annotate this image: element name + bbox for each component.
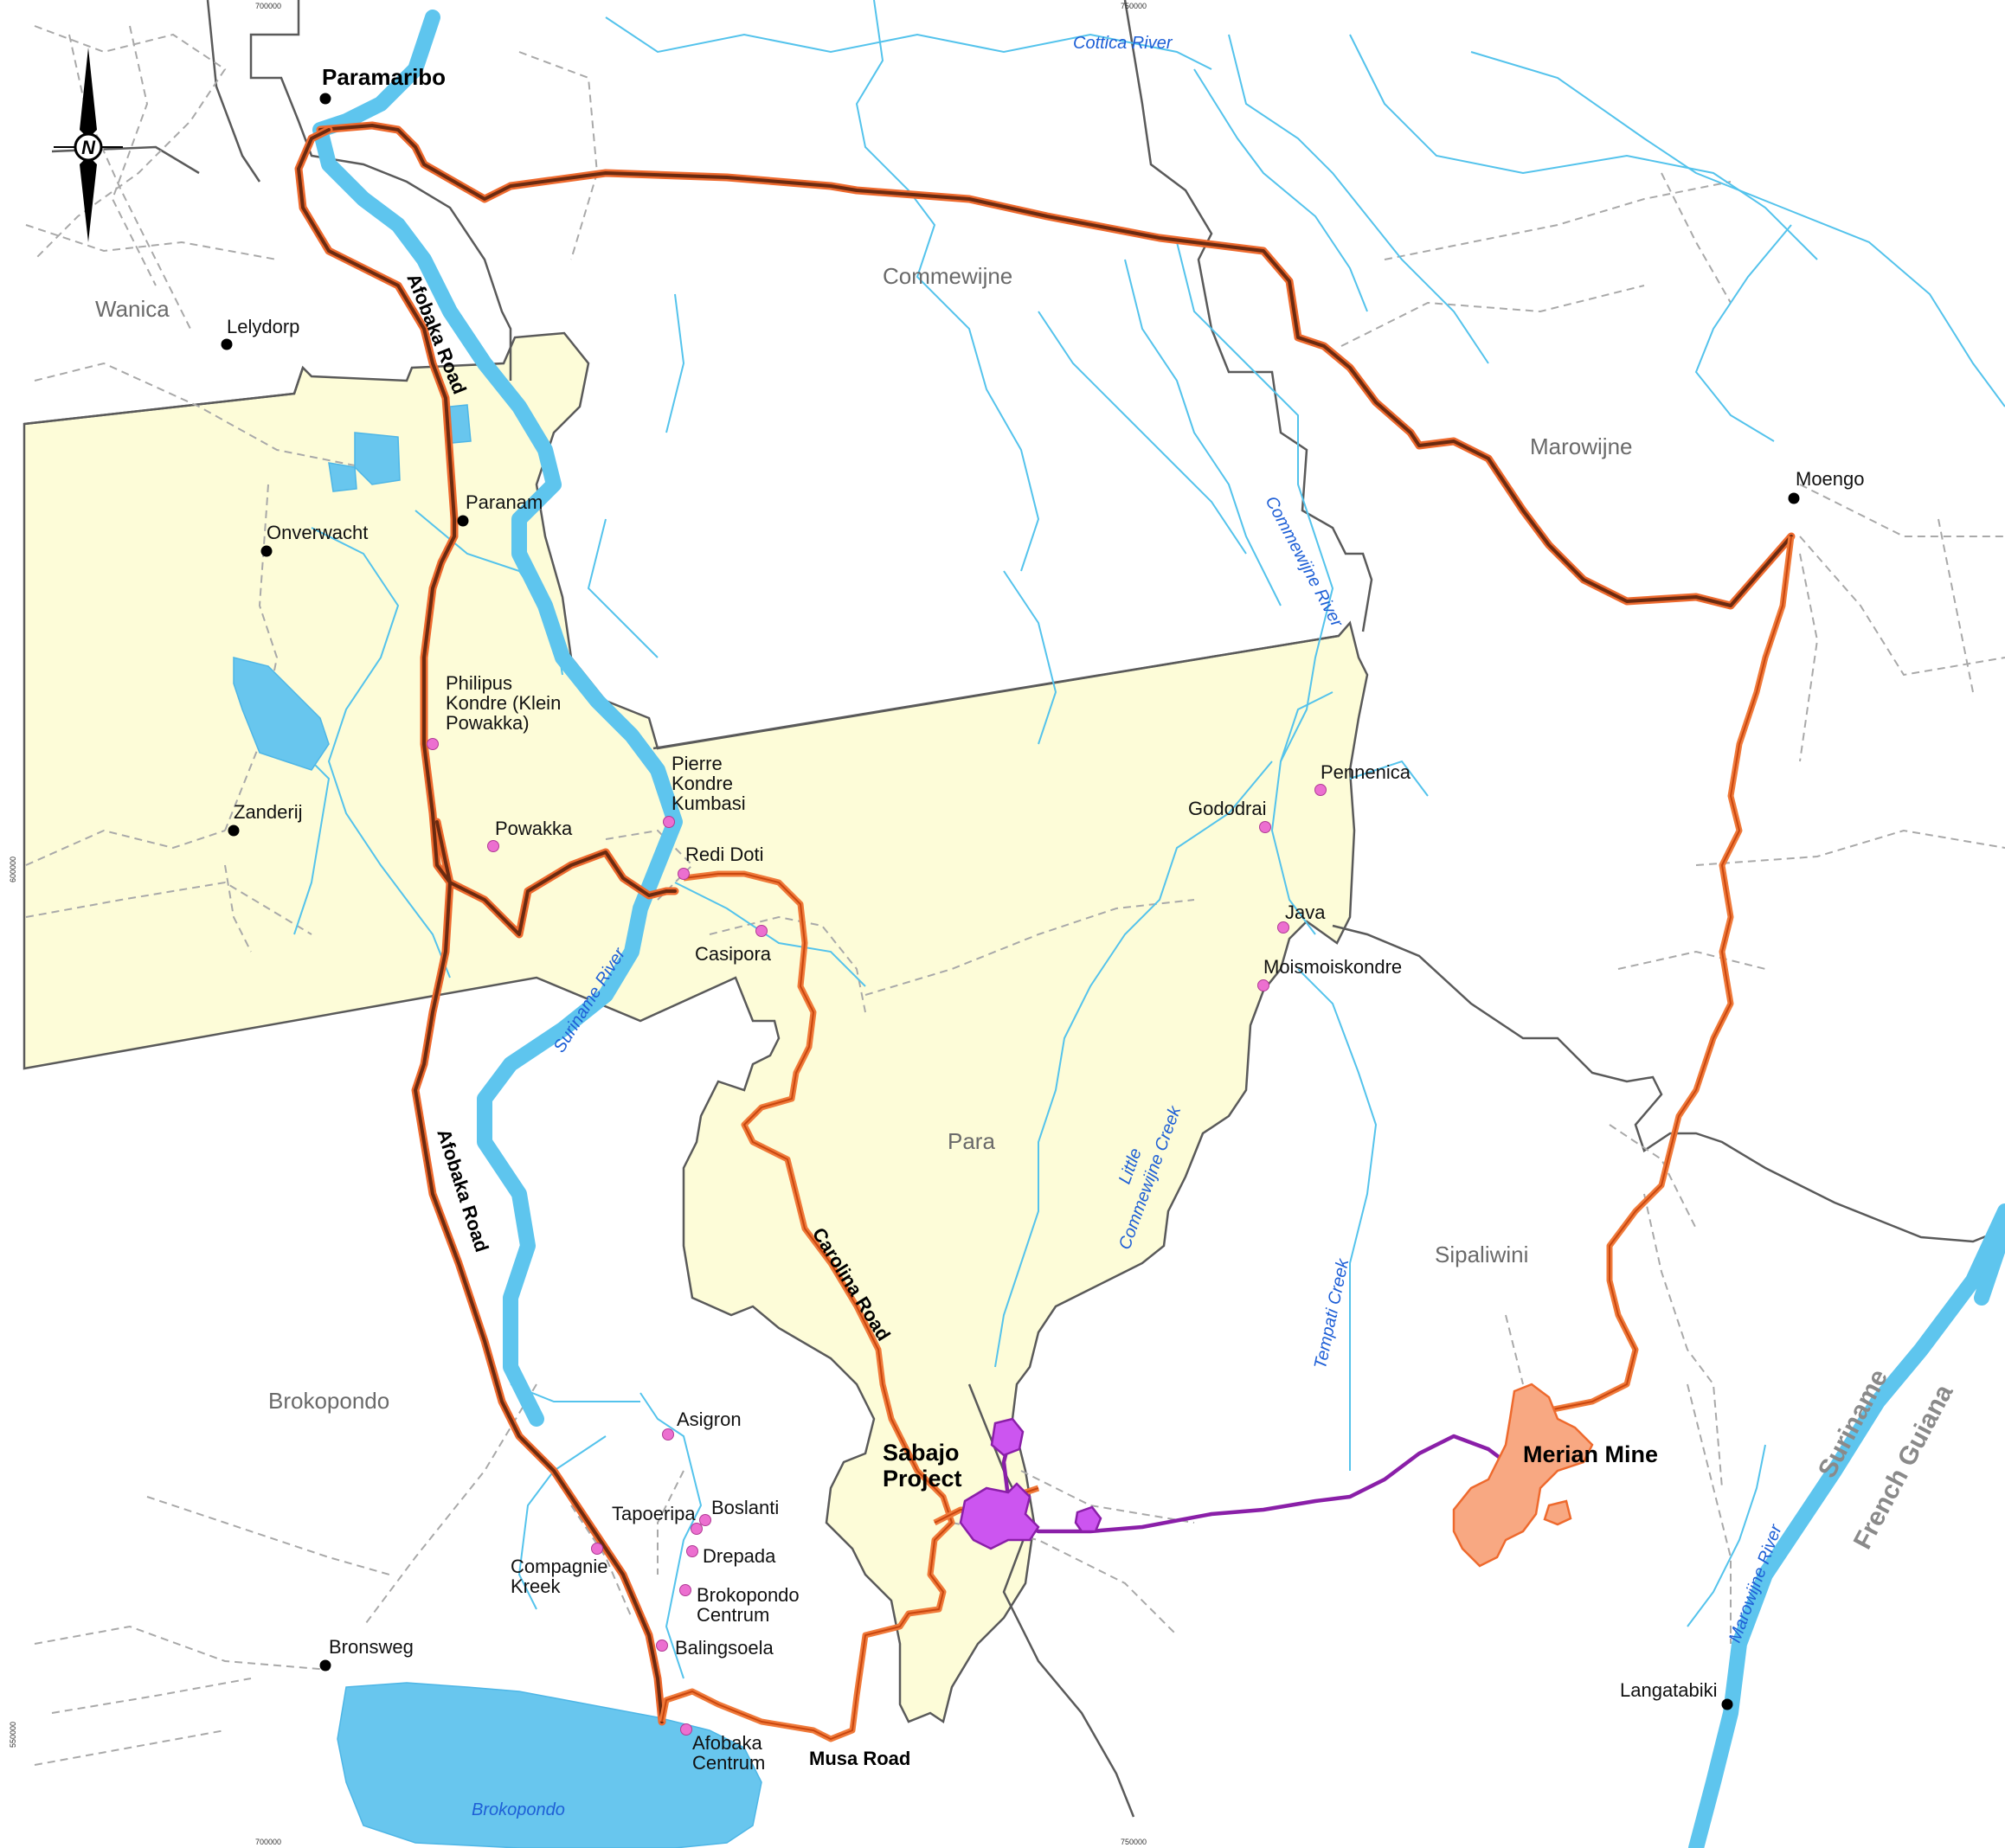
grid-label: 700000: [255, 1838, 281, 1846]
paramaribo-label: Paramaribo: [322, 64, 446, 90]
wide-rivers: [312, 10, 2005, 1848]
boslanti-label: Boslanti: [711, 1497, 779, 1518]
lelydorp-label: Lelydorp: [227, 316, 299, 337]
paramaribo-marker: [319, 93, 331, 105]
district-label-wanica: Wanica: [95, 296, 170, 322]
north-label: N: [81, 137, 96, 158]
district-label-brokopondo: Brokopondo: [268, 1388, 389, 1414]
para-district-area: [22, 331, 1369, 1724]
lelydorp-marker: [221, 338, 233, 350]
bronsweg-label: Bronsweg: [329, 1636, 414, 1658]
compagnie-kreek-label-line: Kreek: [511, 1575, 561, 1597]
river-label-cottica: Cottica River: [1073, 34, 1173, 53]
merian-deposit: [1452, 1383, 1594, 1568]
tapoeripa-label: Tapoeripa: [612, 1503, 696, 1524]
drepada-marker: [686, 1545, 698, 1557]
drepada-label: Drepada: [703, 1545, 776, 1567]
pierre-kondre-kumbasi-label-line: Kondre: [672, 773, 733, 794]
markers: [221, 93, 1800, 1736]
lakes: [233, 404, 762, 1848]
main-roads: [294, 121, 1796, 1726]
compagnie-kreek-label-line: Compagnie: [511, 1556, 608, 1577]
tapoeripa-marker: [691, 1523, 703, 1535]
grid-label: 750000: [1121, 1838, 1147, 1846]
grid-label: 700000: [255, 2, 281, 10]
pennenica-label: Pennenica: [1321, 761, 1411, 783]
brokopondo-centrum-label-line: Brokopondo: [697, 1584, 800, 1606]
philipus-kondre-klein-powakka-label-line: Kondre (Klein: [446, 692, 561, 714]
afobaka-centrum-marker: [680, 1723, 692, 1736]
moismoiskondre-marker: [1257, 979, 1269, 991]
bronsweg-marker: [319, 1659, 331, 1672]
pennenica-marker: [1314, 784, 1327, 796]
district-label-sipaliwini: Sipaliwini: [1435, 1242, 1528, 1267]
balingsoela-marker: [656, 1639, 668, 1652]
grid-label: 750000: [1121, 2, 1147, 10]
casipora-label: Casipora: [695, 943, 772, 965]
balingsoela-label: Balingsoela: [675, 1637, 774, 1659]
moengo-marker: [1788, 492, 1800, 504]
paranam-label: Paranam: [466, 491, 543, 513]
paranam-marker: [457, 515, 469, 527]
district-boundaries: [23, 0, 2005, 1818]
langatabiki-marker: [1721, 1698, 1733, 1710]
brokopondo-centrum-marker: [679, 1584, 691, 1596]
grid-labels: 700000 750000 700000 750000 600000 55000…: [9, 2, 1147, 1846]
onverwacht-label: Onverwacht: [267, 522, 368, 543]
pierre-kondre-kumbasi-marker: [663, 816, 675, 828]
afobaka-centrum-label-line: Afobaka: [692, 1732, 762, 1754]
north-arrow-icon: N: [54, 48, 123, 242]
powakka-marker: [487, 840, 499, 852]
boslanti-marker: [699, 1514, 711, 1526]
road-label-musa: Musa Road: [809, 1748, 910, 1769]
gododrai-label: Gododrai: [1188, 798, 1267, 819]
onverwacht-marker: [260, 545, 273, 557]
gododrai-marker: [1259, 821, 1271, 833]
compagnie-kreek-marker: [591, 1543, 603, 1555]
sabajo-deposit: [959, 1417, 1102, 1550]
grid-label: 550000: [9, 1722, 17, 1748]
philipus-kondre-klein-powakka-label-line: Powakka): [446, 712, 530, 734]
moengo-label: Moengo: [1796, 468, 1865, 490]
pierre-kondre-kumbasi-label-line: Kumbasi: [672, 792, 746, 814]
brokopondo-centrum-label-line: Centrum: [697, 1604, 769, 1626]
afobaka-centrum-label-line: Centrum: [692, 1752, 765, 1774]
moismoiskondre-label: Moismoiskondre: [1263, 956, 1402, 978]
district-label-commewijne: Commewijne: [883, 263, 1012, 289]
zanderij-marker: [228, 825, 240, 837]
langatabiki-label: Langatabiki: [1620, 1679, 1718, 1701]
philipus-kondre-klein-powakka-marker: [427, 738, 439, 750]
java-label: Java: [1285, 902, 1326, 923]
grid-label: 600000: [9, 857, 17, 882]
pierre-kondre-kumbasi-label-line: Pierre: [672, 753, 723, 774]
zanderij-label: Zanderij: [234, 801, 302, 823]
lake-label-brokopondo: Brokopondo: [472, 1800, 565, 1819]
casipora-marker: [755, 925, 768, 937]
powakka-label: Powakka: [495, 818, 573, 839]
java-marker: [1277, 921, 1289, 934]
district-label-marowijne: Marowijne: [1530, 433, 1633, 459]
redi-doti-label: Redi Doti: [685, 844, 763, 865]
district-label-para: Para: [948, 1128, 995, 1154]
asigron-label: Asigron: [677, 1408, 742, 1430]
redi-doti-marker: [678, 868, 690, 880]
project-label-merian: Merian Mine: [1523, 1441, 1658, 1467]
asigron-marker: [662, 1428, 674, 1441]
philipus-kondre-klein-powakka-label-line: Philipus: [446, 672, 512, 694]
